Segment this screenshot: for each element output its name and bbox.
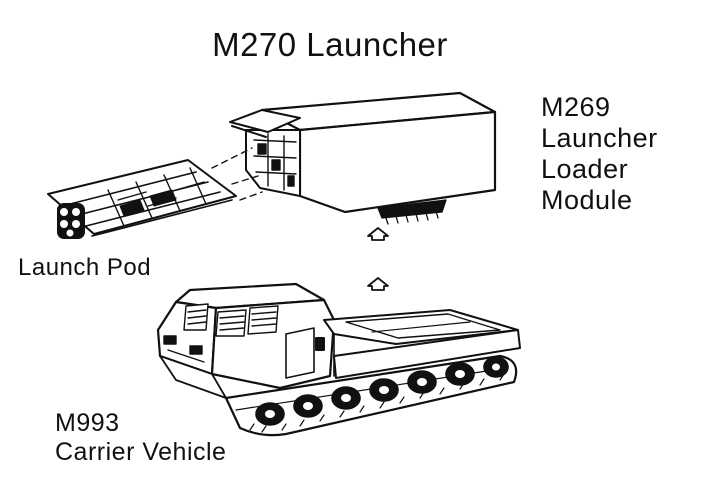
launch-pod-rails bbox=[70, 172, 232, 236]
arrow-module-down bbox=[368, 228, 388, 240]
loader-module-drawing bbox=[230, 93, 495, 224]
loader-module-hoist bbox=[378, 200, 446, 224]
loader-module-label-line-2: Launcher bbox=[541, 123, 658, 153]
assembly-arrows bbox=[368, 228, 388, 290]
launch-pod-detail bbox=[120, 200, 144, 216]
vehicle-bumper bbox=[160, 356, 226, 398]
launch-pod-detail bbox=[150, 190, 176, 206]
carrier-vehicle-label-line-2: Carrier Vehicle bbox=[55, 438, 227, 466]
loader-module-label: M269 Launcher Loader Module bbox=[541, 92, 658, 216]
launch-pod-drawing bbox=[48, 160, 236, 238]
carrier-vehicle-label: M993 Carrier Vehicle bbox=[55, 409, 226, 467]
vehicle-mirror bbox=[316, 338, 324, 350]
vehicle-track-treads bbox=[250, 374, 504, 432]
vehicle-windows bbox=[184, 304, 278, 336]
pod-guide-lines bbox=[212, 148, 262, 200]
loader-module-label-line-4: Module bbox=[541, 185, 633, 215]
loader-module-label-line-3: Loader bbox=[541, 154, 629, 184]
loader-module-rail-edge bbox=[232, 126, 266, 137]
vehicle-road-wheels bbox=[256, 357, 508, 425]
arrow-vehicle-up bbox=[368, 278, 388, 290]
vehicle-cab-door bbox=[286, 328, 314, 378]
launch-pod-label: Launch Pod bbox=[18, 254, 152, 281]
carrier-vehicle-label-line-1: M993 bbox=[55, 409, 120, 437]
loader-module-interior bbox=[254, 134, 296, 190]
loader-module-side bbox=[300, 112, 495, 212]
vehicle-bed-rail bbox=[372, 322, 470, 332]
loader-module-label-line-1: M269 bbox=[541, 92, 611, 122]
diagram-title: M270 Launcher bbox=[212, 26, 448, 63]
carrier-vehicle-drawing bbox=[158, 284, 520, 435]
vehicle-chassis-side bbox=[334, 330, 520, 378]
loader-module-rail bbox=[230, 110, 300, 132]
launch-pod-tubes bbox=[58, 204, 84, 238]
vehicle-chassis-bed bbox=[346, 314, 500, 338]
vehicle-grille bbox=[164, 336, 204, 362]
